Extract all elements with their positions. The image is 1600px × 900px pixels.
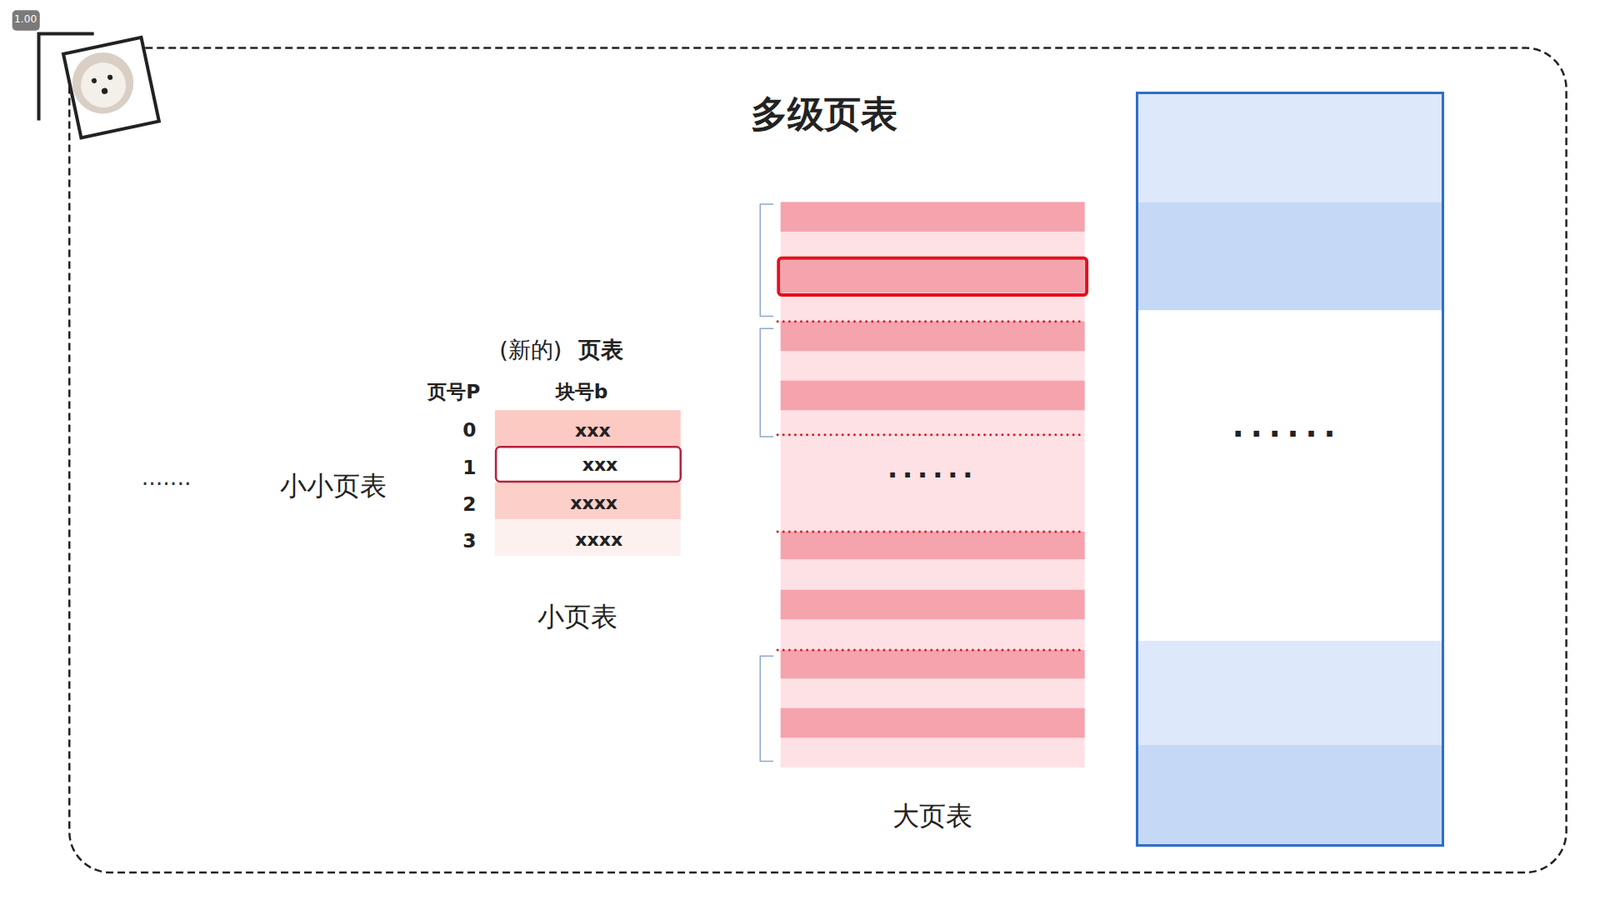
label: 0 — [462, 419, 476, 441]
table-entry — [780, 590, 1085, 620]
bracket — [760, 204, 774, 317]
node-text: ...... — [1232, 410, 1343, 444]
title: 多级页表 — [750, 94, 898, 135]
table-row — [495, 482, 681, 520]
table-entry — [780, 708, 1085, 739]
page-divider — [777, 433, 1084, 436]
table-entry — [780, 531, 1085, 560]
speed-badge — [12, 10, 40, 30]
big-table-ground — [780, 201, 1085, 767]
bracket — [760, 655, 774, 761]
memory-band — [1135, 91, 1445, 202]
table-row — [495, 410, 681, 447]
label: 1 — [462, 456, 476, 479]
page-divider — [777, 530, 1084, 533]
big-page-table: ......大页表 — [780, 201, 1085, 767]
label: 小页表 — [537, 602, 618, 632]
table-row — [495, 519, 681, 556]
table-entry — [780, 650, 1085, 679]
label: 小小页表 — [280, 472, 387, 502]
slide-frame — [69, 48, 1566, 873]
table-entry — [780, 201, 1085, 232]
label: ....... — [141, 465, 192, 490]
label: 2 — [462, 493, 476, 515]
memory-band — [1135, 201, 1445, 310]
memory-column: ...... — [1135, 91, 1445, 847]
highlighted-entry — [778, 258, 1087, 295]
table-entry — [780, 260, 1085, 293]
node-text: ...... — [887, 455, 979, 485]
label: 1.00 — [14, 15, 37, 26]
table-entry — [780, 321, 1085, 352]
label: 3 — [462, 530, 476, 552]
memory-band — [1135, 745, 1445, 847]
avatar — [63, 37, 160, 138]
label: 页表 — [578, 337, 624, 363]
label: xxx — [575, 420, 611, 441]
label: 页号P — [427, 380, 480, 403]
highlighted-row — [495, 446, 681, 482]
bracket — [760, 328, 774, 437]
page-divider — [777, 320, 1084, 323]
table-entry — [780, 380, 1085, 411]
label: 块号b — [555, 380, 609, 403]
label: xxxx — [570, 493, 618, 514]
label: xxx — [582, 455, 619, 475]
label: (新的) — [499, 337, 562, 363]
label: xxxx — [575, 530, 623, 550]
page-divider — [777, 649, 1084, 652]
node-text: 大页表 — [892, 801, 973, 831]
memory-band — [1135, 640, 1445, 745]
